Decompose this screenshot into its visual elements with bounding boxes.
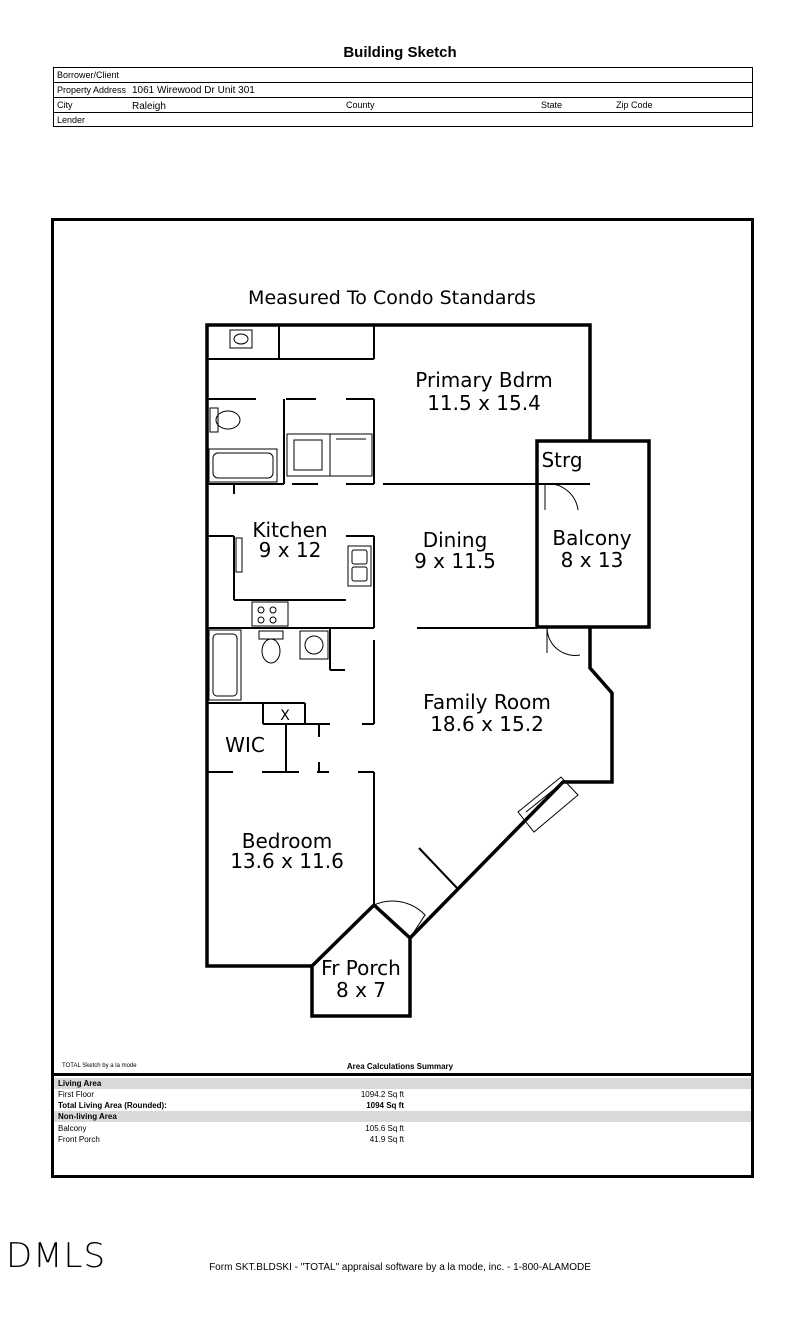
zip-code-label: Zip Code [616,100,653,110]
summary-divider [54,1073,751,1076]
first-floor-row: First Floor 1094.2 Sq ft [54,1089,751,1100]
closet-mark: X [280,708,290,724]
bedroom-dims: 13.6 x 11.6 [230,849,344,873]
exterior-walls [205,323,651,1018]
state-label: State [541,100,563,110]
borrower-row: Borrower/Client [54,68,752,83]
total-living-area-label: Total Living Area (Rounded): [58,1101,167,1110]
fixtures [208,329,579,833]
lender-label: Lender [57,115,86,125]
summary-title: Area Calculations Summary [346,1062,454,1071]
front-porch-name: Fr Porch [321,956,401,980]
city-label: City [57,100,73,110]
first-floor-label: First Floor [58,1090,94,1099]
balcony-dims: 8 x 13 [561,548,624,572]
first-floor-value: 1094.2 Sq ft [360,1090,404,1099]
bathtub-2-icon [208,629,242,701]
door-swings [373,483,581,939]
balcony-door-icon [546,626,581,656]
toilet-icon [209,407,241,433]
form-footer: Form SKT.BLDSKI - "TOTAL" appraisal soft… [209,1262,591,1273]
county-label: County [346,100,375,110]
interior-walls [207,325,590,905]
header-info-table: Borrower/Client Property Address 1061 Wi… [53,67,753,127]
kitchen-sink-icon [347,545,372,587]
front-porch-area-value: 41.9 Sq ft [369,1135,404,1144]
room-labels: Primary Bdrm 11.5 x 15.4 Strg Kitchen 9 … [225,368,632,1002]
balcony-area-value: 105.6 Sq ft [365,1124,404,1133]
sink-icon [229,329,253,349]
balcony-area-row: Balcony 105.6 Sq ft [54,1123,751,1134]
storage-door-icon [544,483,579,511]
sink-2-icon [299,630,329,660]
dining-dims: 9 x 11.5 [414,549,496,573]
dining-name: Dining [423,528,488,552]
front-porch-area-label: Front Porch [58,1135,100,1144]
toilet-2-icon [258,630,284,664]
living-area-section: Living Area [54,1078,751,1089]
borrower-label: Borrower/Client [57,70,120,80]
front-porch-dims: 8 x 7 [336,978,386,1002]
front-porch-area-row: Front Porch 41.9 Sq ft [54,1134,751,1145]
kitchen-dims: 9 x 12 [259,538,322,562]
stove-icon [251,601,289,627]
total-living-area-row: Total Living Area (Rounded): 1094 Sq ft [54,1100,751,1111]
primary-bedroom-name: Primary Bdrm [415,368,552,392]
form-title: Building Sketch [343,44,457,61]
balcony-name: Balcony [552,526,631,550]
washer-icon [286,433,331,477]
non-living-area-label: Non-living Area [58,1112,117,1121]
city-value: Raleigh [132,101,166,112]
summary-caption: TOTAL Sketch by a la mode [62,1063,137,1069]
sketch-heading: Measured To Condo Standards [248,287,536,309]
living-area-label: Living Area [58,1079,102,1088]
family-room-dims: 18.6 x 15.2 [430,712,544,736]
bathtub-icon [208,448,278,483]
bedroom-name: Bedroom [242,829,332,853]
property-address-label: Property Address [57,85,127,95]
property-address-row: Property Address 1061 Wirewood Dr Unit 3… [54,83,752,98]
family-room-name: Family Room [423,690,551,714]
non-living-area-section: Non-living Area [54,1111,751,1122]
dmls-watermark: DMLS [6,1236,107,1276]
dryer-icon [329,433,373,477]
sketch-frame [51,218,754,1178]
storage-name: Strg [541,448,582,472]
wic-name: WIC [225,733,265,757]
kitchen-name: Kitchen [252,518,327,542]
city-row: City Raleigh County State Zip Code [54,98,752,113]
total-living-area-value: 1094 Sq ft [366,1101,404,1110]
entry-door-icon [373,900,426,939]
primary-bedroom-dims: 11.5 x 15.4 [427,391,541,415]
fireplace-icon [517,776,579,833]
lender-row: Lender [54,113,752,128]
property-address-value: 1061 Wirewood Dr Unit 301 [132,85,255,96]
fridge-icon [235,537,243,573]
balcony-area-label: Balcony [58,1124,87,1133]
